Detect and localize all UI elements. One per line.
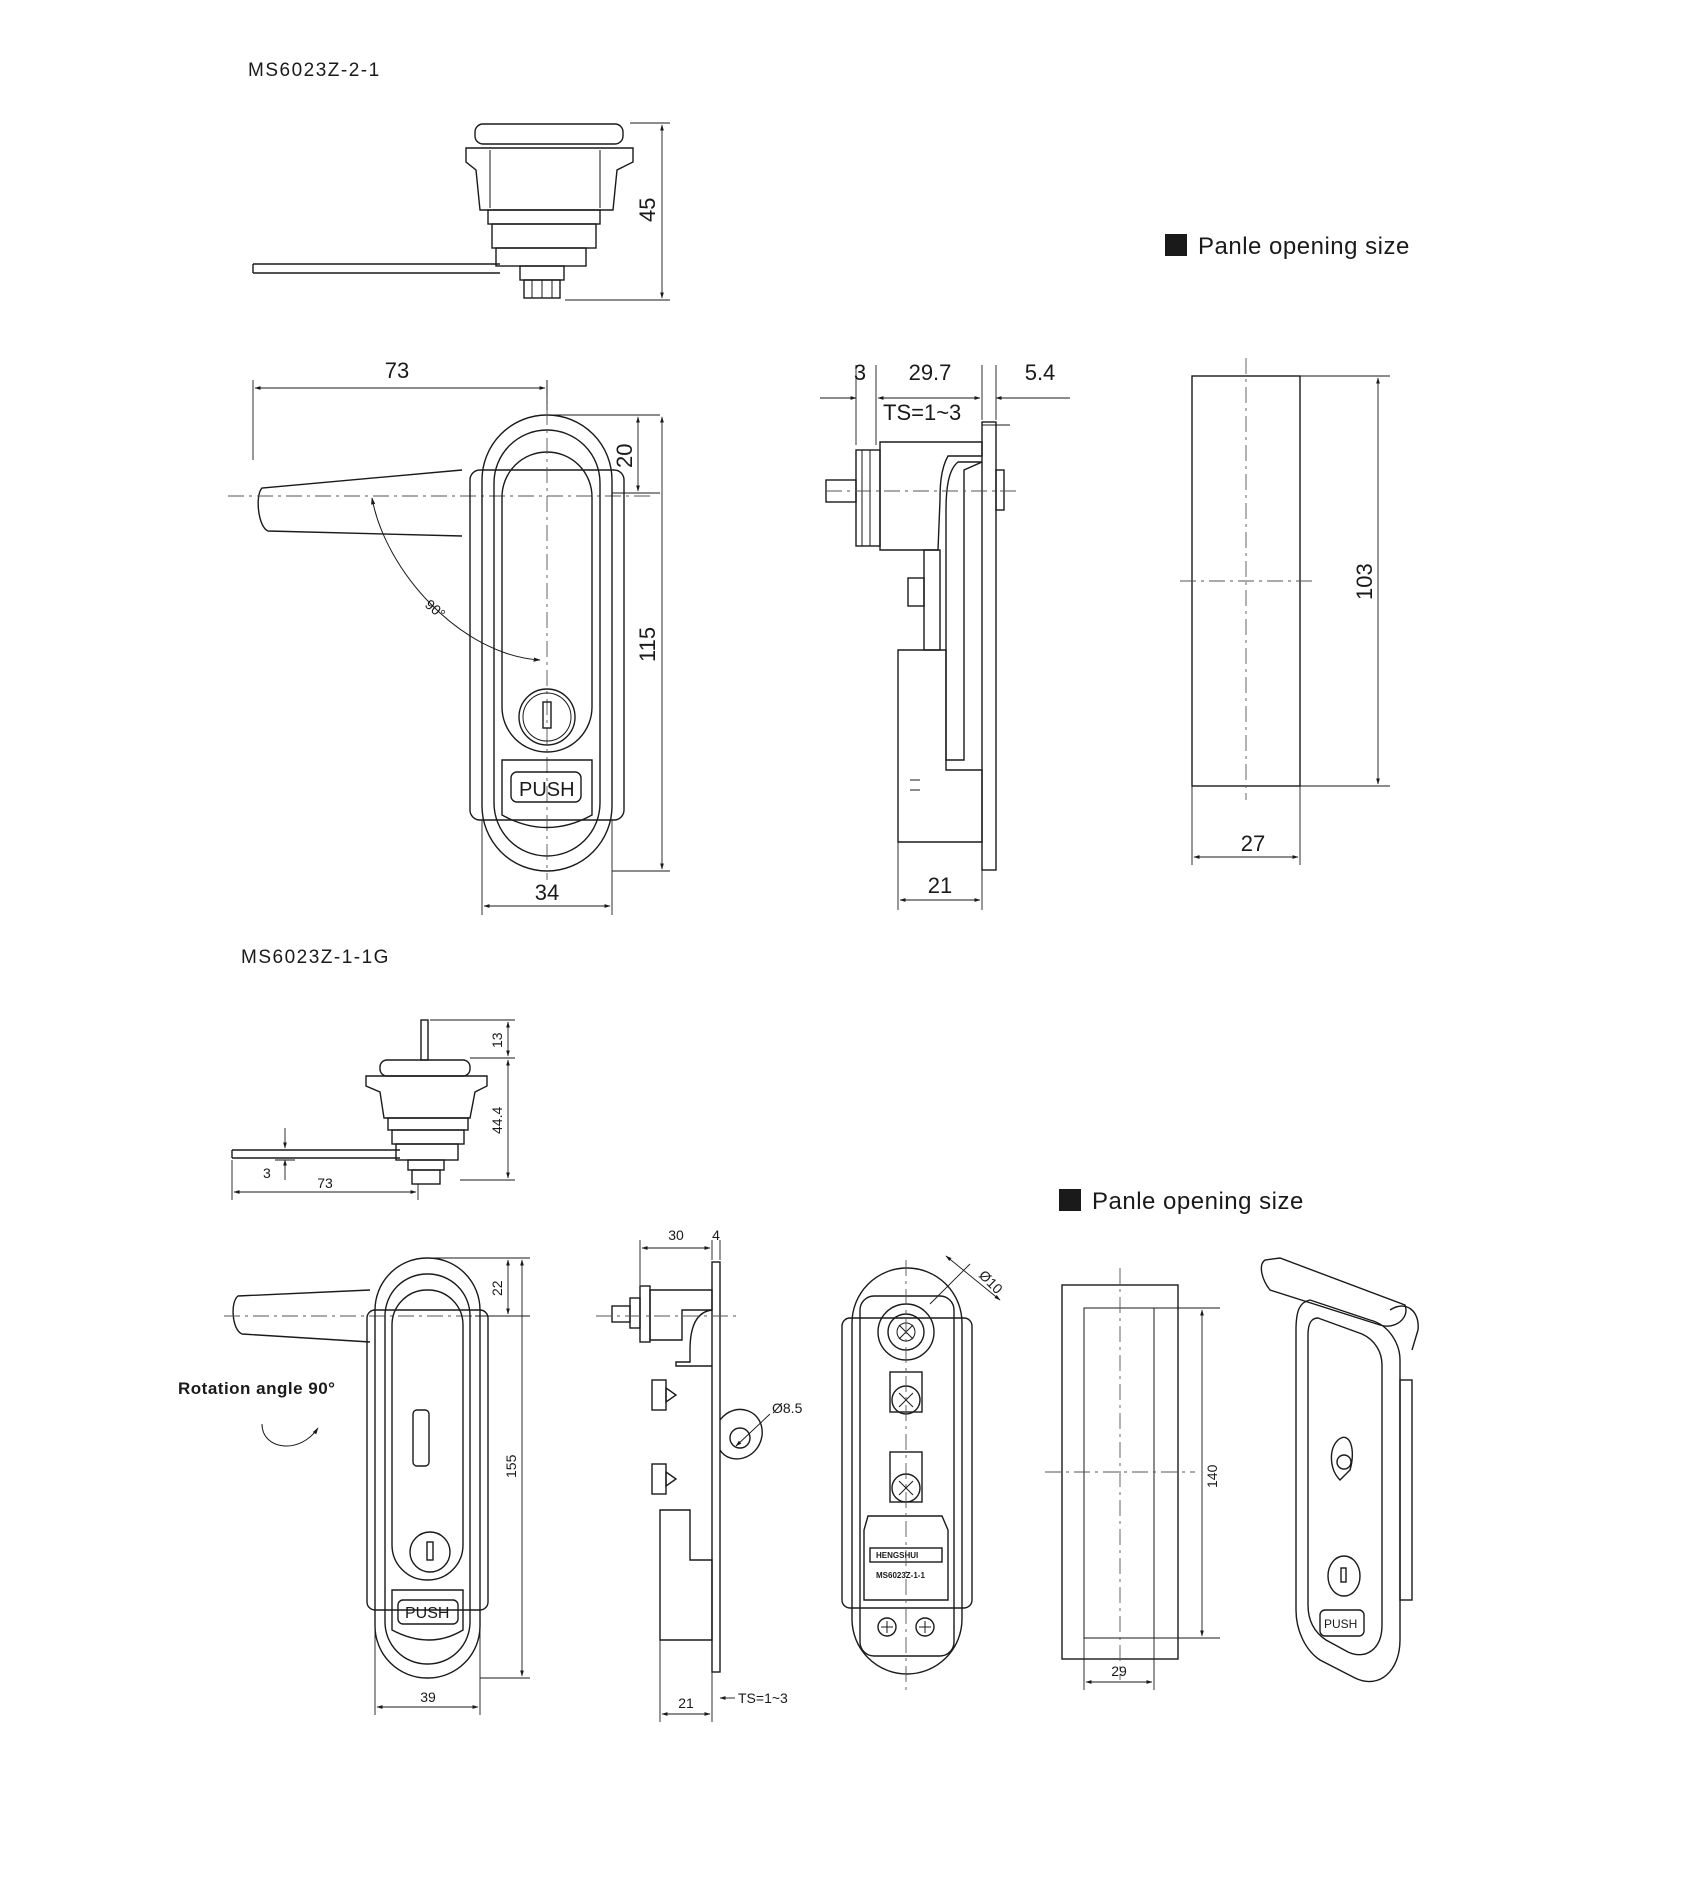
brand-label: HENGSHUI — [876, 1551, 918, 1560]
push-label-iso: PUSH — [1324, 1617, 1357, 1631]
dim-phi-10: Ø10 — [976, 1267, 1006, 1297]
dim-20: 20 — [612, 444, 637, 468]
dim-phi-8-5: Ø8.5 — [772, 1400, 803, 1416]
top-side-view — [252, 122, 670, 301]
ts-bottom: TS=1~3 — [738, 1690, 788, 1706]
dim-73-bottom: 73 — [317, 1175, 333, 1191]
dim-21-top: 21 — [928, 873, 952, 898]
dim-29-7: 29.7 — [909, 360, 952, 385]
isometric-view: PUSH — [1260, 1257, 1419, 1683]
model-title-bottom: MS6023Z-1-1G — [241, 947, 390, 968]
bottom-side-view — [231, 1019, 488, 1185]
dim-103: 103 — [1352, 563, 1377, 600]
dim-3-top: 3 — [854, 360, 866, 385]
dim-34: 34 — [535, 880, 559, 905]
bullet-square-top — [1165, 234, 1187, 256]
bullet-square-bottom — [1059, 1189, 1081, 1211]
bottom-front-view: PUSH — [224, 1257, 510, 1679]
dim-115: 115 — [635, 627, 660, 662]
ts-top: TS=1~3 — [883, 400, 961, 425]
dim-13: 13 — [489, 1032, 505, 1048]
model-title-top: MS6023Z-2-1 — [248, 60, 381, 81]
dim-21-bottom: 21 — [678, 1695, 694, 1711]
panel-opening-top — [1180, 358, 1315, 800]
part-label: MS6023Z-1-1 — [876, 1571, 925, 1580]
dim-155: 155 — [503, 1454, 519, 1478]
dim-27: 27 — [1241, 831, 1265, 856]
dim-4: 4 — [712, 1227, 720, 1243]
dim-3-bottom: 3 — [263, 1165, 271, 1181]
panel-heading-top: Panle opening size — [1198, 233, 1410, 260]
panel-heading-bottom: Panle opening size — [1092, 1188, 1304, 1215]
dim-30: 30 — [668, 1227, 684, 1243]
dim-29: 29 — [1111, 1663, 1127, 1679]
top-front-view: PUSH — [228, 380, 652, 880]
dim-44-4: 44.4 — [489, 1107, 505, 1134]
rotation-angle-label: Rotation angle 90° — [178, 1379, 335, 1398]
dim-45: 45 — [635, 198, 660, 222]
top-profile-view — [825, 421, 1005, 871]
panel-opening-bottom — [1045, 1268, 1195, 1680]
dim-39: 39 — [420, 1689, 436, 1705]
dim-22: 22 — [489, 1280, 505, 1296]
dim-140: 140 — [1204, 1464, 1220, 1488]
push-label-bottom: PUSH — [405, 1605, 449, 1622]
dim-5-4: 5.4 — [1025, 360, 1056, 385]
angle-90: 90° — [422, 596, 449, 622]
bottom-rear-view: HENGSHUI MS6023Z-1-1 — [841, 1260, 973, 1690]
dim-73: 73 — [385, 358, 409, 383]
bottom-profile-view — [611, 1261, 763, 1673]
push-label-top: PUSH — [519, 779, 575, 801]
